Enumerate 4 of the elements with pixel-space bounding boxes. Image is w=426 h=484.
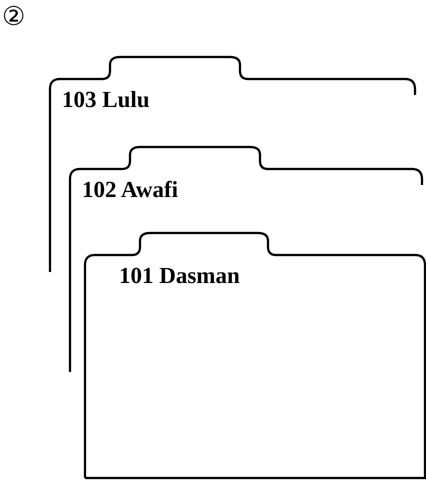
folder-label: 103 Lulu	[62, 87, 150, 113]
folder-label: 102 Awafi	[82, 177, 178, 203]
circled-number: ②	[2, 4, 26, 30]
folder-label: 101 Dasman	[119, 263, 240, 289]
